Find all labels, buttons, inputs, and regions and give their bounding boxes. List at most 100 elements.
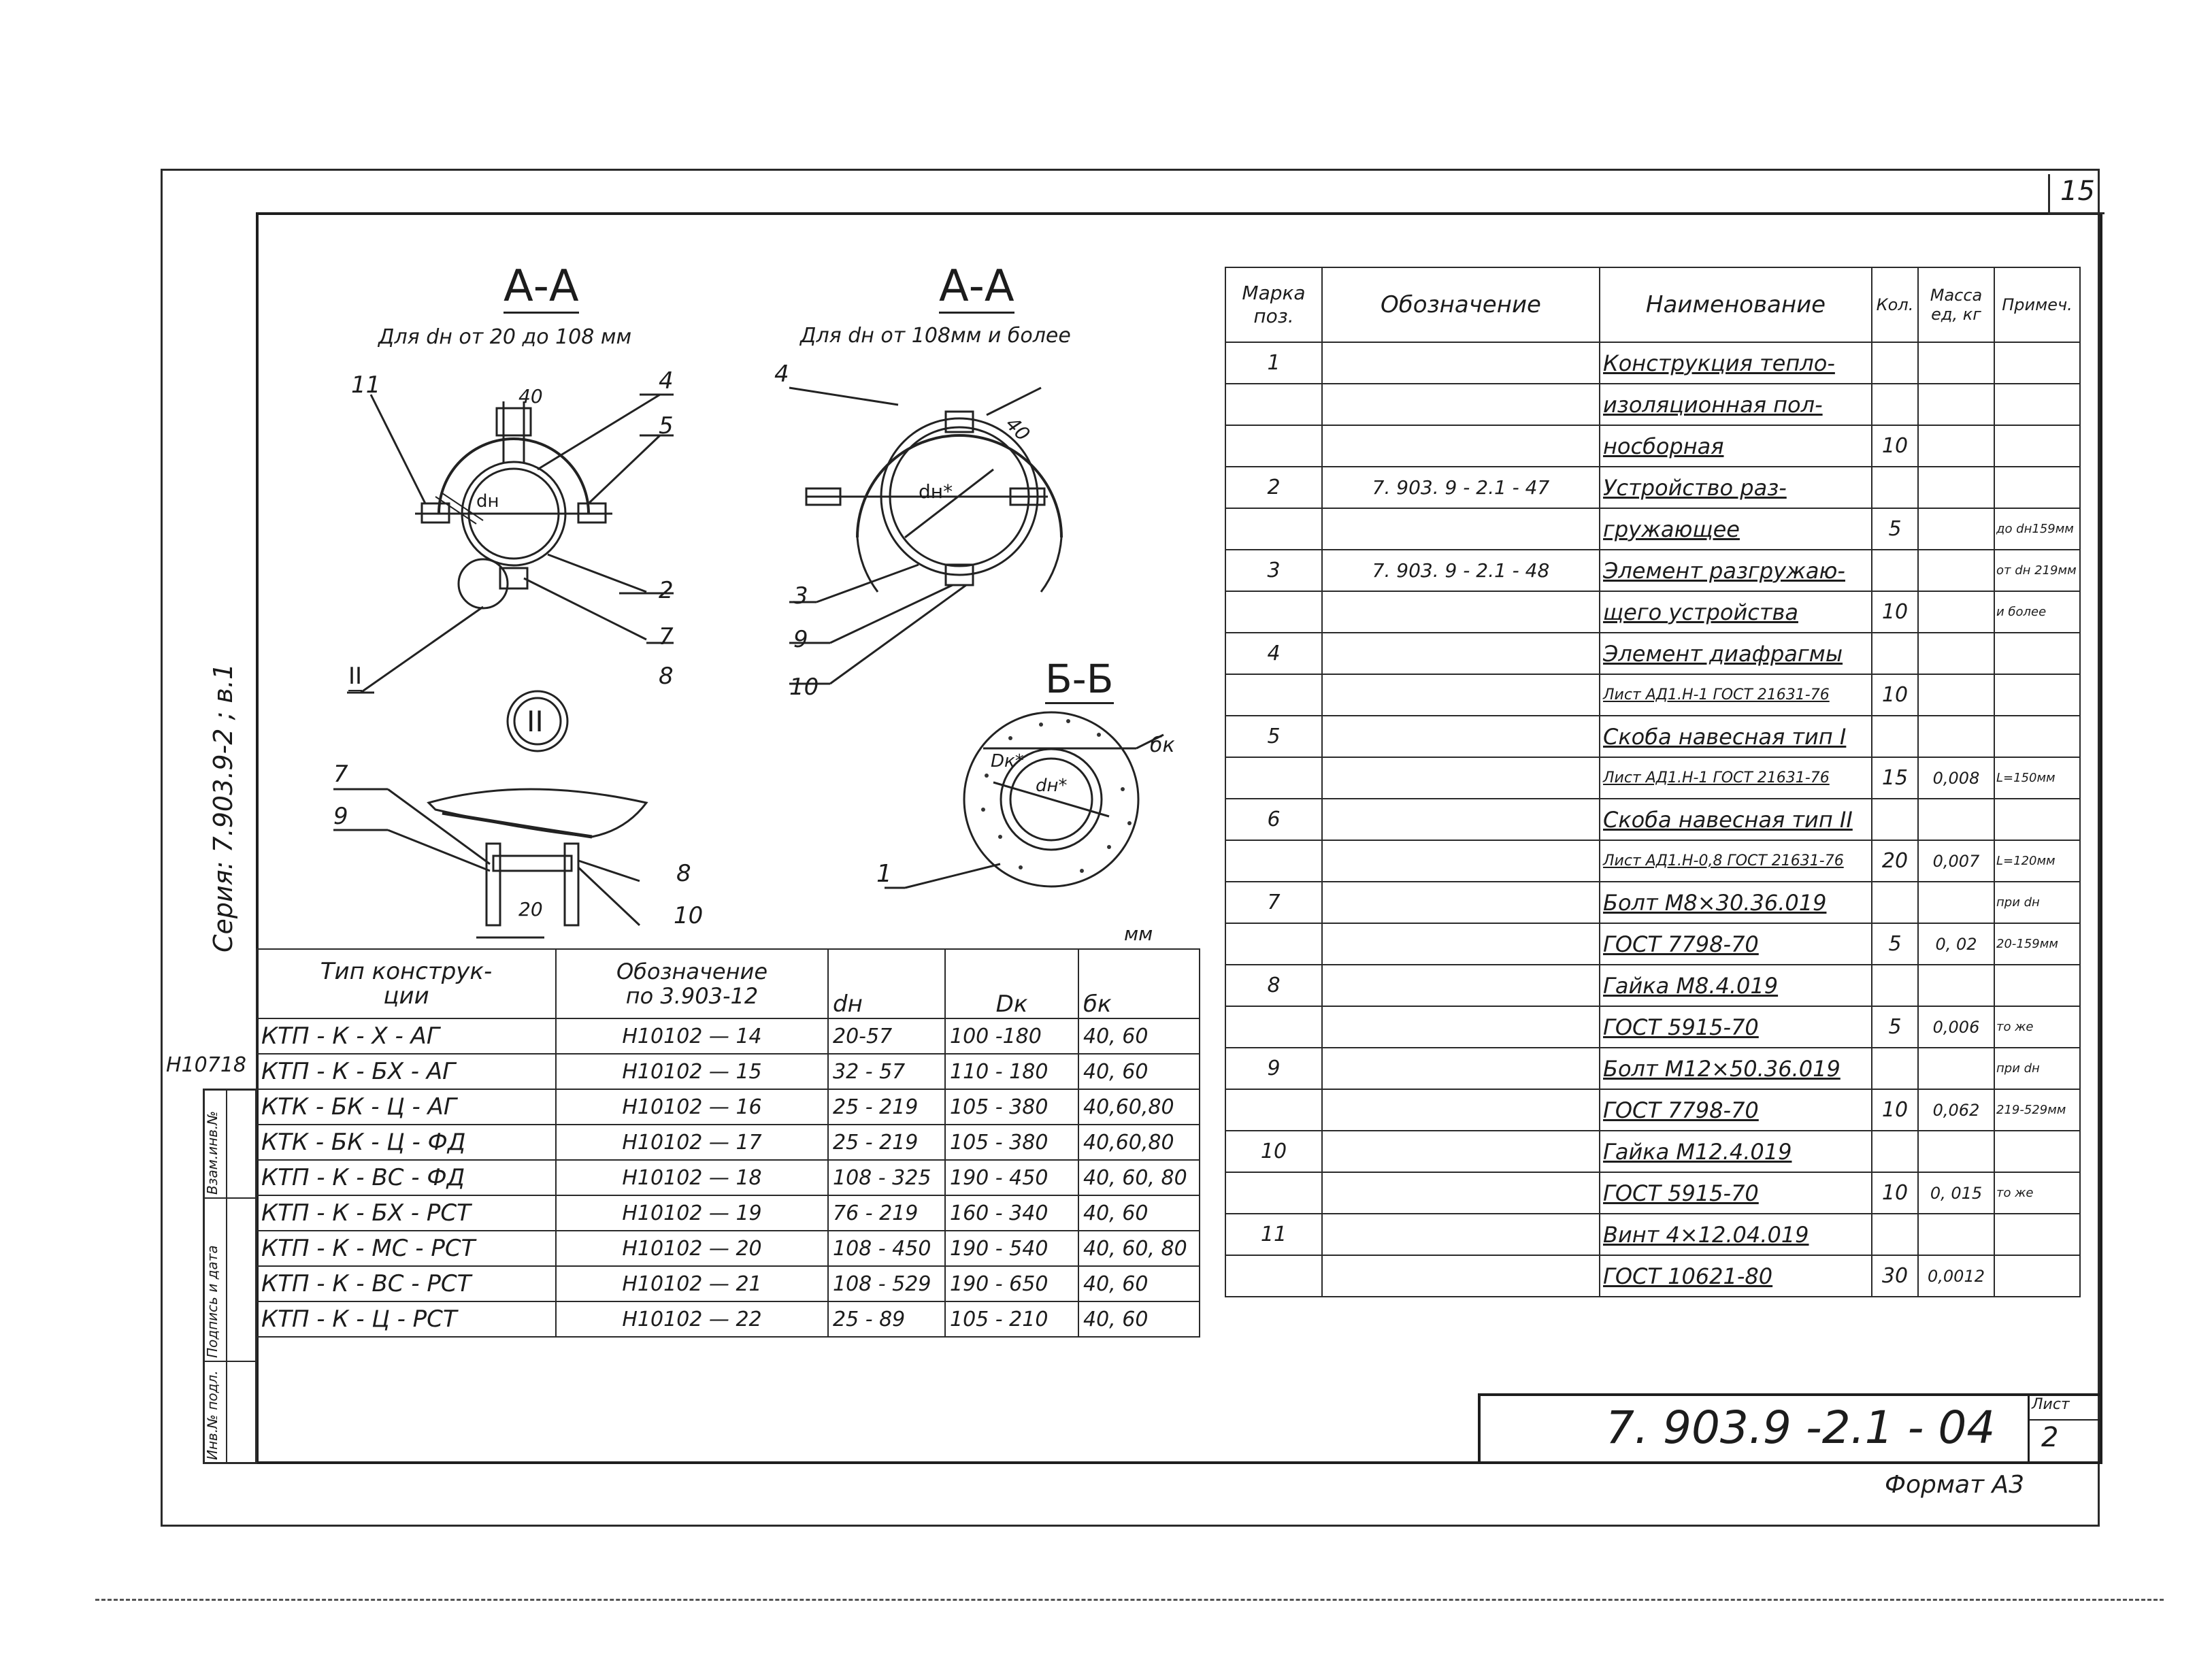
type-cell: КТП - К - МС - РСТ (256, 1230, 557, 1267)
qty-cell: 30 (1871, 1255, 1919, 1297)
dk-cell: 110 - 180 (944, 1053, 1079, 1090)
note-cell (1994, 1213, 2081, 1256)
dn-cell: 76 - 219 (827, 1195, 946, 1231)
dk-cell: 190 - 450 (944, 1159, 1079, 1196)
mark-cell: 6 (1225, 798, 1323, 841)
name-cell: Конструкция тепло- (1599, 342, 1872, 384)
mass-cell (1917, 881, 1995, 924)
note-cell (1994, 715, 2081, 758)
qty-cell (1871, 549, 1919, 592)
mark-cell (1225, 840, 1323, 882)
callout-4: 4 (659, 367, 674, 395)
mass-cell: 0,006 (1917, 1006, 1995, 1048)
note-cell (1994, 1255, 2081, 1297)
mark-cell: 7 (1225, 881, 1323, 924)
type-cell: КТП - К - ВС - РСТ (256, 1265, 557, 1302)
types-table-unit: мм (1124, 923, 1153, 945)
note-cell: то же (1994, 1006, 2081, 1048)
designation-cell: 7. 903. 9 - 2.1 - 48 (1321, 549, 1600, 592)
mark-cell (1225, 923, 1323, 965)
types-header-type: Тип конструк- ции (256, 948, 557, 1019)
designation-cell (1321, 632, 1600, 675)
dn-cell: 25 - 219 (827, 1124, 946, 1161)
name-cell: гружающее (1599, 508, 1872, 550)
mass-cell: 0, 015 (1917, 1172, 1995, 1214)
bb-callout-1: 1 (876, 860, 892, 888)
note-cell: до dн159мм (1994, 508, 2081, 550)
designation-cell: Н10102 — 22 (555, 1301, 829, 1338)
bk-cell: 40,60,80 (1078, 1089, 1200, 1125)
designation-cell (1321, 1006, 1600, 1048)
dn-cell: 25 - 89 (827, 1301, 946, 1338)
qty-cell: 5 (1871, 508, 1919, 550)
dk-cell: 105 - 380 (944, 1124, 1079, 1161)
title-block-list-cell (2028, 1393, 2102, 1464)
callout-10: 10 (789, 674, 819, 701)
mass-cell (1917, 1130, 1995, 1173)
designation-cell: Н10102 — 16 (555, 1089, 829, 1125)
name-cell: Гайка М12.4.019 (1599, 1130, 1872, 1173)
mark-cell: 1 (1225, 342, 1323, 384)
detail-ii-drawing (333, 788, 648, 939)
qty-cell (1871, 383, 1919, 426)
designation-cell (1321, 674, 1600, 716)
mass-cell: 0,0012 (1917, 1255, 1995, 1297)
bk-cell: 40, 60 (1078, 1053, 1200, 1090)
dn-cell: 32 - 57 (827, 1053, 946, 1090)
qty-cell (1871, 342, 1919, 384)
qty-cell (1871, 798, 1919, 841)
bb-dn: dн* (1036, 776, 1068, 796)
name-cell: ГОСТ 7798-70 (1599, 1089, 1872, 1131)
section-aa-large-caption: Для dн от 108мм и более (800, 324, 1071, 348)
callout-11: 11 (351, 371, 381, 399)
mark-cell: 11 (1225, 1213, 1323, 1256)
designation-cell: Н10102 — 20 (555, 1230, 829, 1267)
callout-3: 3 (793, 582, 808, 610)
qty-cell (1871, 632, 1919, 675)
title-block-list-divider (2028, 1419, 2102, 1421)
qty-cell (1871, 1130, 1919, 1173)
designation-cell: Н10102 — 18 (555, 1159, 829, 1196)
types-header-dn: dн (827, 948, 946, 1019)
note-cell (1994, 342, 2081, 384)
mark-cell (1225, 1172, 1323, 1214)
note-cell: 219-529мм (1994, 1089, 2081, 1131)
bottom-margin-line (95, 1599, 2164, 1601)
mass-cell: 0,008 (1917, 757, 1995, 799)
qty-cell: 5 (1871, 923, 1919, 965)
name-cell: ГОСТ 5915-70 (1599, 1006, 1872, 1048)
qty-cell: 20 (1871, 840, 1919, 882)
callout-7: 7 (659, 623, 674, 650)
qty-cell: 10 (1871, 1172, 1919, 1214)
dk-cell: 190 - 540 (944, 1230, 1079, 1267)
mass-cell (1917, 798, 1995, 841)
mark-cell (1225, 425, 1323, 467)
types-header-designation: Обозначение по 3.903-12 (555, 948, 829, 1019)
qty-cell (1871, 881, 1919, 924)
designation-cell (1321, 923, 1600, 965)
qty-cell: 10 (1871, 425, 1919, 467)
designation-cell (1321, 715, 1600, 758)
bk-cell: 40, 60, 80 (1078, 1159, 1200, 1196)
note-cell: и более (1994, 591, 2081, 633)
type-cell: КТП - К - БХ - АГ (256, 1053, 557, 1090)
callout-ii: II (348, 663, 363, 691)
types-header-bk: бк (1078, 948, 1200, 1019)
mass-cell (1917, 342, 1995, 384)
mass-cell (1917, 1213, 1995, 1256)
bk-cell: 40, 60 (1078, 1301, 1200, 1338)
dk-cell: 160 - 340 (944, 1195, 1079, 1231)
spec-table-row: изоляционная пол- (1225, 383, 2081, 426)
mark-cell: 4 (1225, 632, 1323, 675)
designation-cell (1321, 425, 1600, 467)
name-cell: Гайка М8.4.019 (1599, 964, 1872, 1007)
